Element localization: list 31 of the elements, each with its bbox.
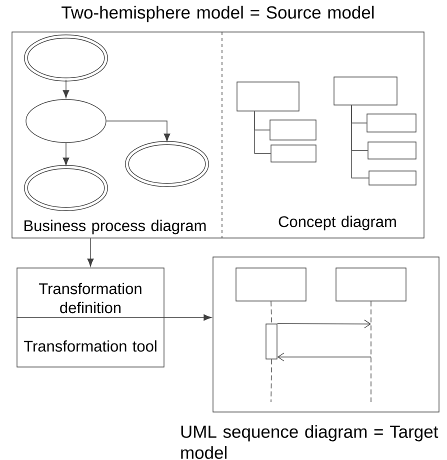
arrow	[106, 120, 170, 142]
connector-line	[254, 111, 271, 154]
activation-bar	[266, 324, 278, 360]
lifeline	[270, 301, 272, 402]
class-box	[336, 268, 406, 302]
heading: UML sequence diagram = Target model	[181, 425, 438, 459]
class-box	[334, 76, 398, 106]
box-text: Transformation definition	[39, 282, 142, 314]
arrow	[164, 314, 212, 321]
arrow	[87, 238, 94, 267]
event-ellipse	[24, 165, 108, 211]
class-box	[270, 120, 316, 140]
message-arrow	[277, 352, 372, 362]
process-ellipse	[26, 99, 106, 143]
arrow	[62, 142, 70, 166]
class-box	[368, 170, 416, 186]
message-arrow	[277, 320, 371, 328]
class-box	[368, 142, 416, 160]
box-text: Transformation tool	[24, 340, 156, 352]
event-ellipse	[125, 141, 209, 187]
class-box	[236, 268, 306, 302]
heading: Two-hemisphere model = Source model	[62, 6, 374, 22]
class-box	[270, 144, 316, 162]
diagram-label: Business process diagram	[24, 220, 206, 234]
diagram-label: Concept diagram	[278, 216, 396, 230]
event-ellipse	[24, 34, 108, 82]
connector-line	[351, 105, 369, 178]
lifeline	[370, 301, 372, 402]
class-box	[366, 114, 416, 132]
arrow	[62, 80, 70, 98]
class-box	[236, 82, 300, 112]
